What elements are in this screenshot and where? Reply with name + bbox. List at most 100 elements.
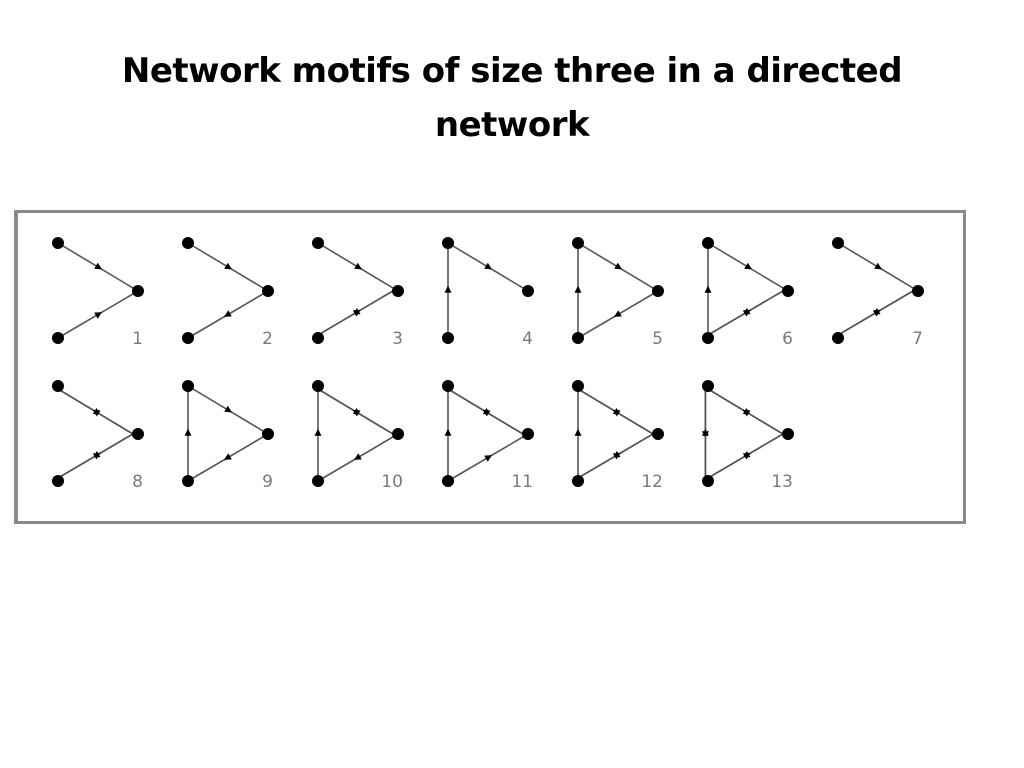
node-A bbox=[442, 237, 454, 249]
arrowhead-C-B bbox=[484, 455, 492, 462]
arrowhead-A-B bbox=[94, 262, 102, 270]
motif-graph bbox=[52, 380, 144, 487]
motif-3: 3 bbox=[278, 213, 404, 349]
node-B bbox=[132, 285, 144, 297]
node-C bbox=[442, 475, 454, 487]
motif-11: 11 bbox=[408, 356, 534, 492]
node-B bbox=[912, 285, 924, 297]
node-A bbox=[52, 380, 64, 392]
motif-number: 13 bbox=[771, 472, 793, 492]
motif-2: 2 bbox=[148, 213, 274, 349]
node-A bbox=[182, 237, 194, 249]
motif-7: 7 bbox=[798, 213, 924, 349]
motif-number: 10 bbox=[381, 472, 403, 492]
node-A bbox=[182, 380, 194, 392]
node-A bbox=[52, 237, 64, 249]
node-B bbox=[392, 428, 404, 440]
arrowhead-B-A bbox=[92, 409, 101, 417]
motif-9: 9 bbox=[148, 356, 274, 492]
node-B bbox=[262, 428, 274, 440]
arrowhead-C-A bbox=[574, 285, 582, 293]
motif-graph bbox=[572, 237, 664, 344]
node-A bbox=[702, 237, 714, 249]
node-B bbox=[262, 285, 274, 297]
arrowhead-A-B bbox=[874, 262, 882, 270]
motif-4: 4 bbox=[408, 213, 534, 349]
arrowhead-A-B bbox=[224, 405, 232, 413]
node-B bbox=[522, 285, 534, 297]
motif-number: 1 bbox=[132, 329, 143, 349]
motif-5: 5 bbox=[538, 213, 664, 349]
node-A bbox=[572, 380, 584, 392]
motif-number: 12 bbox=[641, 472, 663, 492]
motif-graph bbox=[702, 237, 794, 344]
arrowhead-B-C bbox=[614, 310, 622, 317]
motif-graph bbox=[312, 237, 404, 344]
node-A bbox=[312, 237, 324, 249]
arrowhead-C-A bbox=[704, 285, 712, 293]
arrowhead-B-A bbox=[612, 409, 621, 417]
node-A bbox=[312, 380, 324, 392]
node-C bbox=[572, 475, 584, 487]
motif-graph bbox=[442, 380, 534, 487]
node-B bbox=[522, 428, 534, 440]
motif-number: 6 bbox=[782, 329, 793, 349]
arrowhead-B-C bbox=[354, 453, 362, 460]
arrowhead-C-B bbox=[92, 452, 101, 460]
motif-number: 9 bbox=[262, 472, 273, 492]
arrowhead-B-A bbox=[742, 409, 751, 417]
arrowhead-A-B bbox=[744, 262, 752, 270]
node-B bbox=[782, 285, 794, 297]
node-C bbox=[52, 332, 64, 344]
node-C bbox=[572, 332, 584, 344]
node-C bbox=[312, 475, 324, 487]
motif-number: 5 bbox=[652, 329, 663, 349]
motif-graph bbox=[52, 237, 144, 344]
arrowhead-B-A bbox=[482, 409, 491, 417]
motif-6: 6 bbox=[668, 213, 794, 349]
arrowhead-C-B bbox=[612, 452, 621, 460]
motif-1: 1 bbox=[18, 213, 144, 349]
arrowhead-C-A bbox=[184, 428, 192, 436]
motif-graph bbox=[182, 380, 274, 487]
node-C bbox=[52, 475, 64, 487]
motif-number: 11 bbox=[511, 472, 533, 492]
motif-number: 7 bbox=[912, 329, 923, 349]
motif-graph bbox=[312, 380, 404, 487]
motif-graph bbox=[572, 380, 664, 487]
motif-8: 8 bbox=[18, 356, 144, 492]
node-B bbox=[782, 428, 794, 440]
motif-graph bbox=[832, 237, 924, 344]
node-A bbox=[702, 380, 714, 392]
arrowhead-A-B bbox=[224, 262, 232, 270]
node-A bbox=[442, 380, 454, 392]
motif-graph bbox=[182, 237, 274, 344]
motif-graph bbox=[442, 237, 534, 344]
arrowhead-C-B bbox=[742, 309, 751, 317]
motif-number: 2 bbox=[262, 329, 273, 349]
node-C bbox=[702, 475, 714, 487]
arrowhead-C-B bbox=[742, 452, 751, 460]
node-A bbox=[572, 237, 584, 249]
motif-13: 13 bbox=[668, 356, 794, 492]
arrowhead-A-B bbox=[354, 262, 362, 270]
node-C bbox=[182, 475, 194, 487]
node-B bbox=[132, 428, 144, 440]
arrowhead-B-C bbox=[224, 310, 232, 317]
arrowhead-B-C bbox=[224, 453, 232, 460]
arrowhead-C-A bbox=[444, 285, 452, 293]
node-B bbox=[392, 285, 404, 297]
arrowhead-C-B bbox=[94, 312, 102, 319]
motif-number: 4 bbox=[522, 329, 533, 349]
arrowhead-C-B bbox=[352, 309, 361, 317]
arrowhead-C-A bbox=[314, 428, 322, 436]
motif-number: 3 bbox=[392, 329, 403, 349]
motif-12: 12 bbox=[538, 356, 664, 492]
node-B bbox=[652, 285, 664, 297]
arrowhead-C-B bbox=[872, 309, 881, 317]
node-C bbox=[702, 332, 714, 344]
motif-graph bbox=[701, 380, 794, 487]
motif-10: 10 bbox=[278, 356, 404, 492]
arrowhead-A-B bbox=[484, 262, 492, 270]
